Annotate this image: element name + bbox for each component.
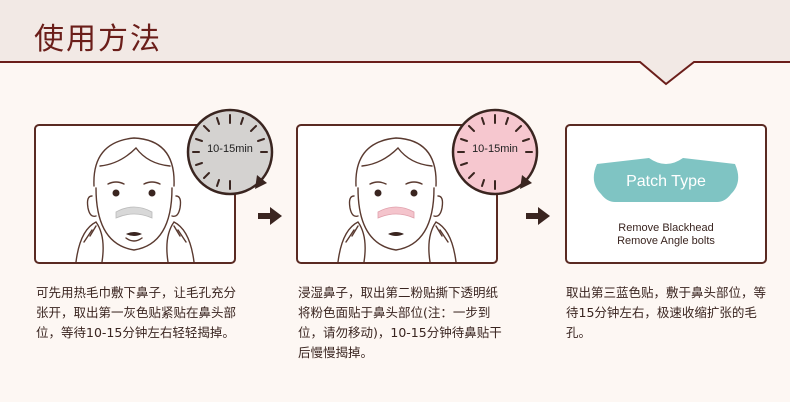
- timer-label-2: 10-15min: [472, 143, 518, 155]
- timer-clock-2: 10-15min: [450, 107, 540, 197]
- step-2-caption: 浸湿鼻子，取出第二粉贴撕下透明纸将粉色面贴于鼻头部位(注：一步到位，请勿移动)，…: [298, 285, 502, 360]
- arrow-right-icon: [258, 207, 282, 225]
- face-illustration-2: [337, 137, 457, 262]
- patch-desc-line-2: Remove Angle bolts: [617, 235, 715, 247]
- step-3-caption: 取出第三蓝色贴，敷于鼻头部位，等待15分钟左右，极速收缩扩张的毛孔。: [566, 285, 767, 340]
- face-illustration-1: [75, 137, 195, 262]
- timer-label-1: 10-15min: [207, 143, 253, 155]
- step-1-caption: 可先用热毛巾敷下鼻子，让毛孔充分张开，取出第一灰色贴紧贴在鼻头部位，等待10-1…: [36, 285, 237, 340]
- patch-type-label: Patch Type: [626, 173, 706, 190]
- step-3-panel: Patch Type Remove Blackhead Remove Angle…: [565, 124, 767, 264]
- patch-desc-line-1: Remove Blackhead: [618, 222, 714, 234]
- page-title: 使用方法: [34, 22, 162, 57]
- header-band: [0, 0, 790, 86]
- patch-illustration: [593, 158, 739, 202]
- timer-clock-1: 10-15min: [185, 107, 275, 197]
- arrow-right-icon: [526, 207, 550, 225]
